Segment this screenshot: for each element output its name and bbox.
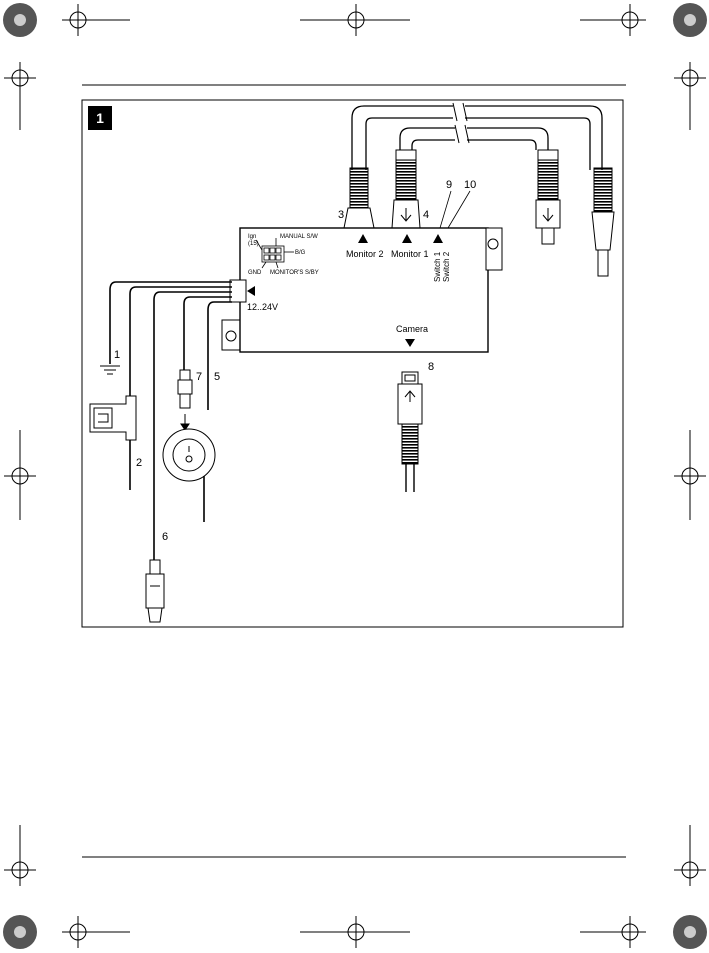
- mounting-tab: [222, 320, 240, 350]
- av-cable-loops: [352, 106, 602, 170]
- callout-5: 5: [214, 371, 220, 383]
- callout-9: 9: [446, 179, 452, 191]
- ign15-label: (15): [248, 241, 259, 247]
- callout-8: 8: [428, 361, 434, 373]
- monitor1-label: Monitor 1: [391, 249, 429, 259]
- ign-label: Ign: [248, 234, 256, 240]
- monitor-sby-label: MONITOR'S S/BY: [270, 270, 319, 276]
- leader-line: [440, 191, 451, 228]
- leader-line: [448, 191, 470, 228]
- fuse-holder-icon: [90, 396, 136, 440]
- callout-10: 10: [464, 179, 476, 191]
- switch1-label: Switch 1: [433, 251, 442, 282]
- callout-2: 2: [136, 457, 142, 469]
- figure-number: 1: [96, 110, 104, 126]
- rocker-switch-icon: [163, 429, 215, 481]
- ground-symbol-icon: [100, 366, 120, 374]
- manual-sw-label: MANUAL S/W: [280, 234, 318, 240]
- svideo-out-plug: [536, 150, 560, 244]
- callout-4: 4: [423, 209, 429, 221]
- harness-plug: [230, 280, 246, 302]
- camera-plug: [398, 372, 422, 492]
- switch-connector: [178, 370, 192, 430]
- camera-label: Camera: [396, 324, 428, 334]
- monitor1-svideo-plug: [392, 150, 420, 228]
- switch2-label: Switch 2: [442, 251, 451, 282]
- callout-1: 1: [114, 349, 120, 361]
- registration-mark-icon: [4, 4, 706, 948]
- callout-3: 3: [338, 209, 344, 221]
- cable-break: [453, 103, 467, 143]
- reverse-connector: [146, 560, 164, 622]
- mount-hole: [226, 331, 236, 341]
- rca-out-plug: [592, 168, 614, 276]
- monitor2-label: Monitor 2: [346, 249, 384, 259]
- voltage-label: 12..24V: [247, 302, 278, 312]
- gnd-label: GND: [248, 270, 262, 276]
- monitor2-rca-plug: [344, 168, 374, 228]
- bg-label: B/G: [295, 250, 306, 256]
- callout-6: 6: [162, 531, 168, 543]
- callout-7: 7: [196, 371, 202, 383]
